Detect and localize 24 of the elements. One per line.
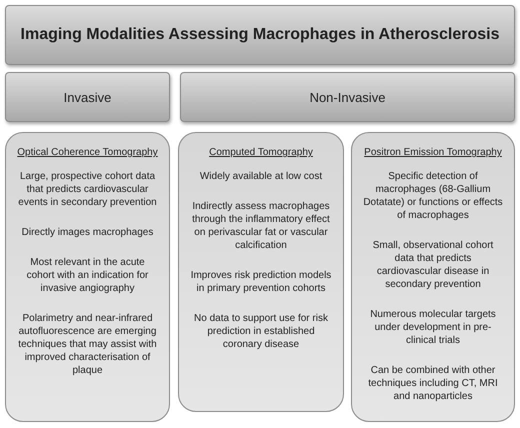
column-heading: Positron Emission Tomography [364,147,502,158]
card-panel [5,132,170,422]
header-box [180,72,515,122]
bullet-text: Numerous molecular targets under development in pre-clinical trials [369,308,497,347]
bullet-text: Specific detection of macrophages (68-Gallium Dotatate) or functions or effects of macrophages [362,170,504,222]
bullet-text: Widely available at low cost [200,170,322,183]
bullet-text: Polarimetry and near-infrared autofluorescence are emerging techniques that may assist with improved characterisation of plaque [17,312,158,377]
bullet-text: Improves risk prediction models in primary prevention cohorts [190,269,332,295]
header-box [5,5,515,65]
header-box [5,72,170,122]
category-label: Invasive [64,90,112,104]
column-heading: Computed Tomography [209,147,313,158]
card-panel [351,132,515,422]
bullet-text: Indirectly assess macrophages through the inflammatory effect on perivascular fat or vascular calcification [191,200,331,252]
category-label: Non-Invasive [310,90,386,104]
column-heading: Optical Coherence Tomography [17,147,158,158]
bullet-text: Small, observational cohort data that predicts cardiovascular disease in secondary prevention [372,239,494,291]
bullet-text: Can be combined with other techniques including CT, MRI and nanoparticles [367,364,499,403]
bullet-text: No data to support use for risk prediction in established coronary disease [193,312,329,351]
bullet-text: Directly images macrophages [22,226,154,239]
heading-text: Imaging Modalities Assessing Macrophages in Atherosclerosis [20,26,500,44]
bullet-text: Large, prospective cohort data that predicts cardiovascular events in secondary prevention [17,170,158,209]
bullet-text: Most relevant in the acute cohort with an indication for invasive angiography [26,256,150,295]
card-panel [178,132,344,412]
